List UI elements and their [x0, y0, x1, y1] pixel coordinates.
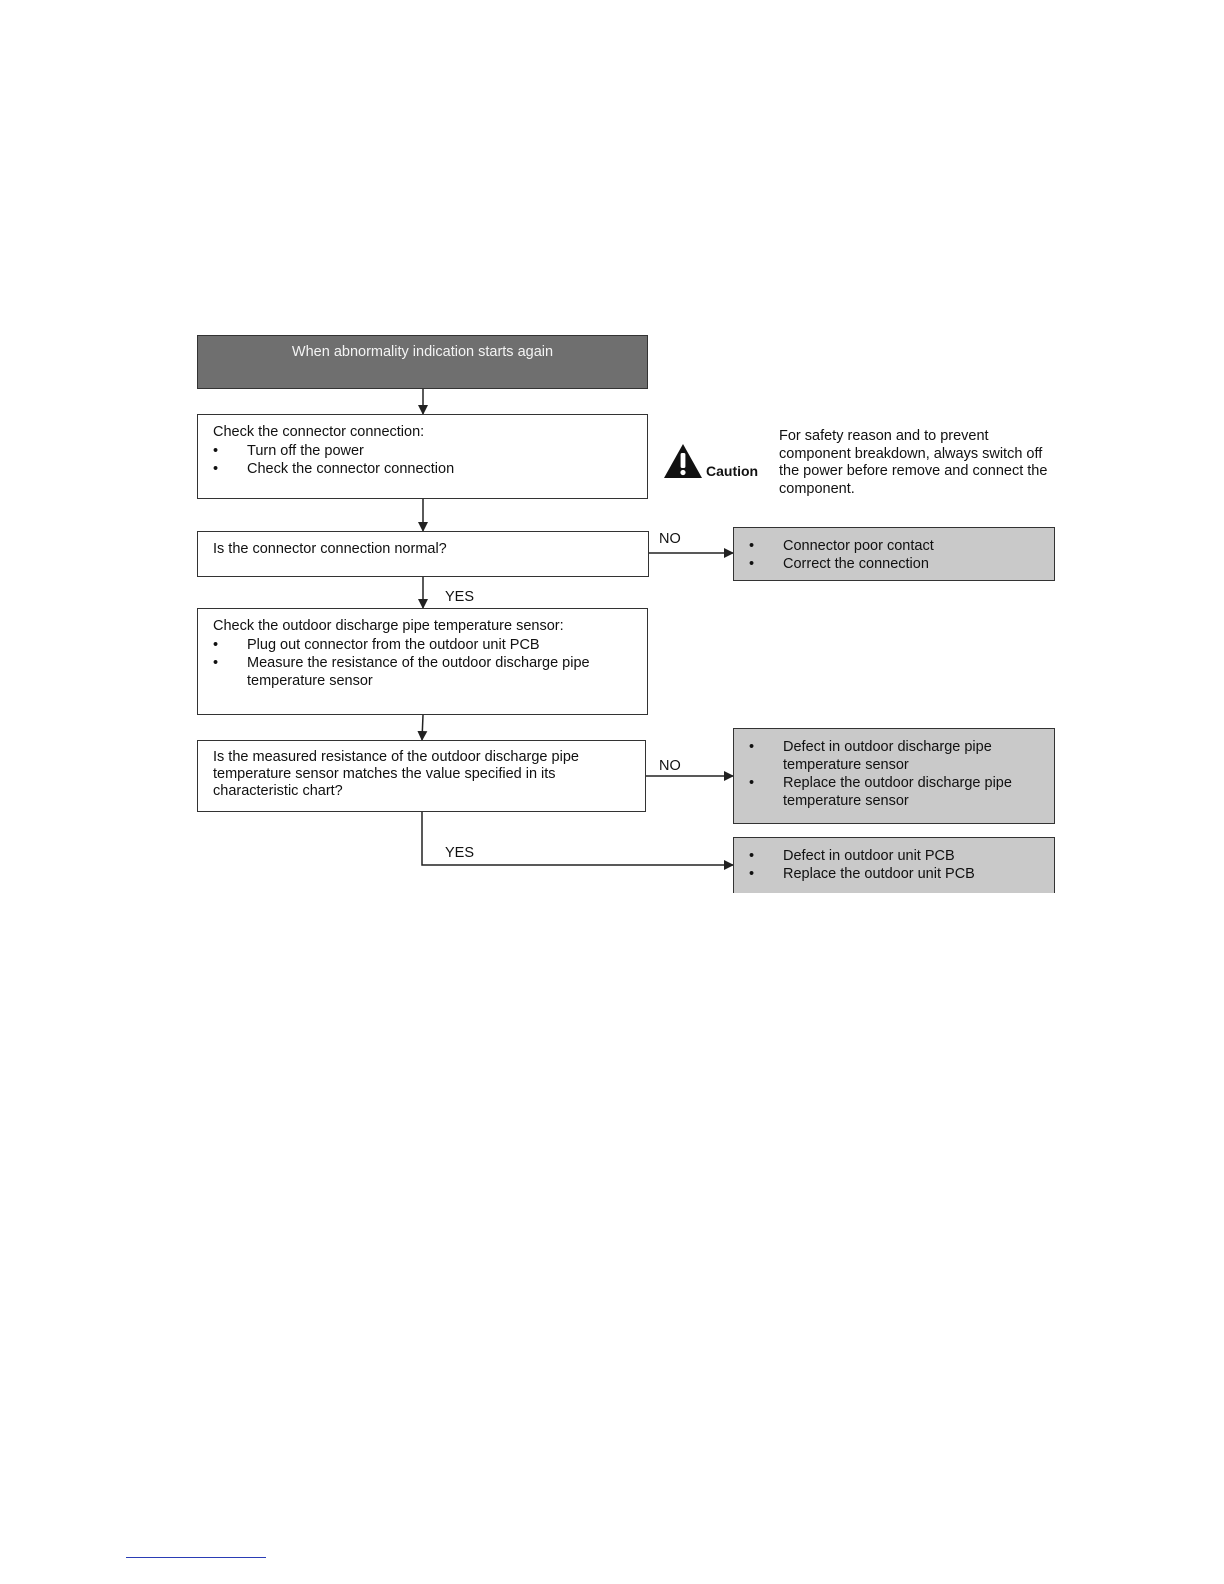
- list-item: •Replace the outdoor discharge pipe temp…: [749, 775, 1012, 809]
- step1-heading: Check the connector connection:: [213, 424, 425, 440]
- step2-heading: Check the outdoor discharge pipe tempera…: [213, 618, 564, 634]
- list-item: •Turn off the power: [213, 443, 364, 459]
- list-item: •Defect in outdoor discharge pipe temper…: [749, 739, 992, 773]
- list-item: •Defect in outdoor unit PCB: [749, 848, 955, 864]
- step-check-connector: Check the connector connection: •Turn of…: [197, 414, 648, 499]
- result-sensor-defect: •Defect in outdoor discharge pipe temper…: [733, 728, 1055, 824]
- decision1-question: Is the connector connection normal?: [213, 541, 447, 557]
- list-item: •Measure the resistance of the outdoor d…: [213, 655, 590, 689]
- decision1-no-label: NO: [659, 531, 681, 547]
- result2-list: •Defect in outdoor discharge pipe temper…: [749, 738, 1034, 810]
- result-pcb-defect: •Defect in outdoor unit PCB •Replace the…: [733, 837, 1055, 893]
- start-label: When abnormality indication starts again: [291, 344, 554, 360]
- footer-rule: [126, 1557, 266, 1558]
- decision2-no-label: NO: [659, 758, 681, 774]
- decision2-yes-label: YES: [445, 845, 475, 861]
- list-item: •Check the connector connection: [213, 461, 455, 477]
- start-box: When abnormality indication starts again: [197, 335, 648, 389]
- list-item: •Replace the outdoor unit PCB: [749, 866, 975, 882]
- list-item: •Plug out connector from the outdoor uni…: [213, 637, 540, 653]
- warning-triangle-icon: [664, 444, 702, 478]
- result-connector-poor-contact: •Connector poor contact •Correct the con…: [733, 527, 1055, 581]
- decision2-question: Is the measured resistance of the outdoo…: [213, 749, 579, 799]
- decision-resistance-matches: Is the measured resistance of the outdoo…: [197, 740, 646, 812]
- list-item: •Connector poor contact: [749, 538, 934, 554]
- step-check-sensor: Check the outdoor discharge pipe tempera…: [197, 608, 648, 715]
- decision1-yes-label: YES: [445, 589, 475, 605]
- decision-connector-normal: Is the connector connection normal?: [197, 531, 649, 577]
- list-item: •Correct the connection: [749, 556, 929, 572]
- caution-text: For safety reason and to prevent compone…: [779, 428, 1048, 497]
- arrow-step2-to-decision2: [417, 714, 428, 741]
- result1-list: •Connector poor contact •Correct the con…: [749, 537, 934, 573]
- caution-label: Caution: [706, 463, 759, 479]
- step1-list: •Turn off the power •Check the connector…: [213, 442, 454, 478]
- result3-list: •Defect in outdoor unit PCB •Replace the…: [749, 847, 975, 883]
- step2-list: •Plug out connector from the outdoor uni…: [213, 636, 617, 690]
- arrow-decision2-yes: [421, 812, 734, 870]
